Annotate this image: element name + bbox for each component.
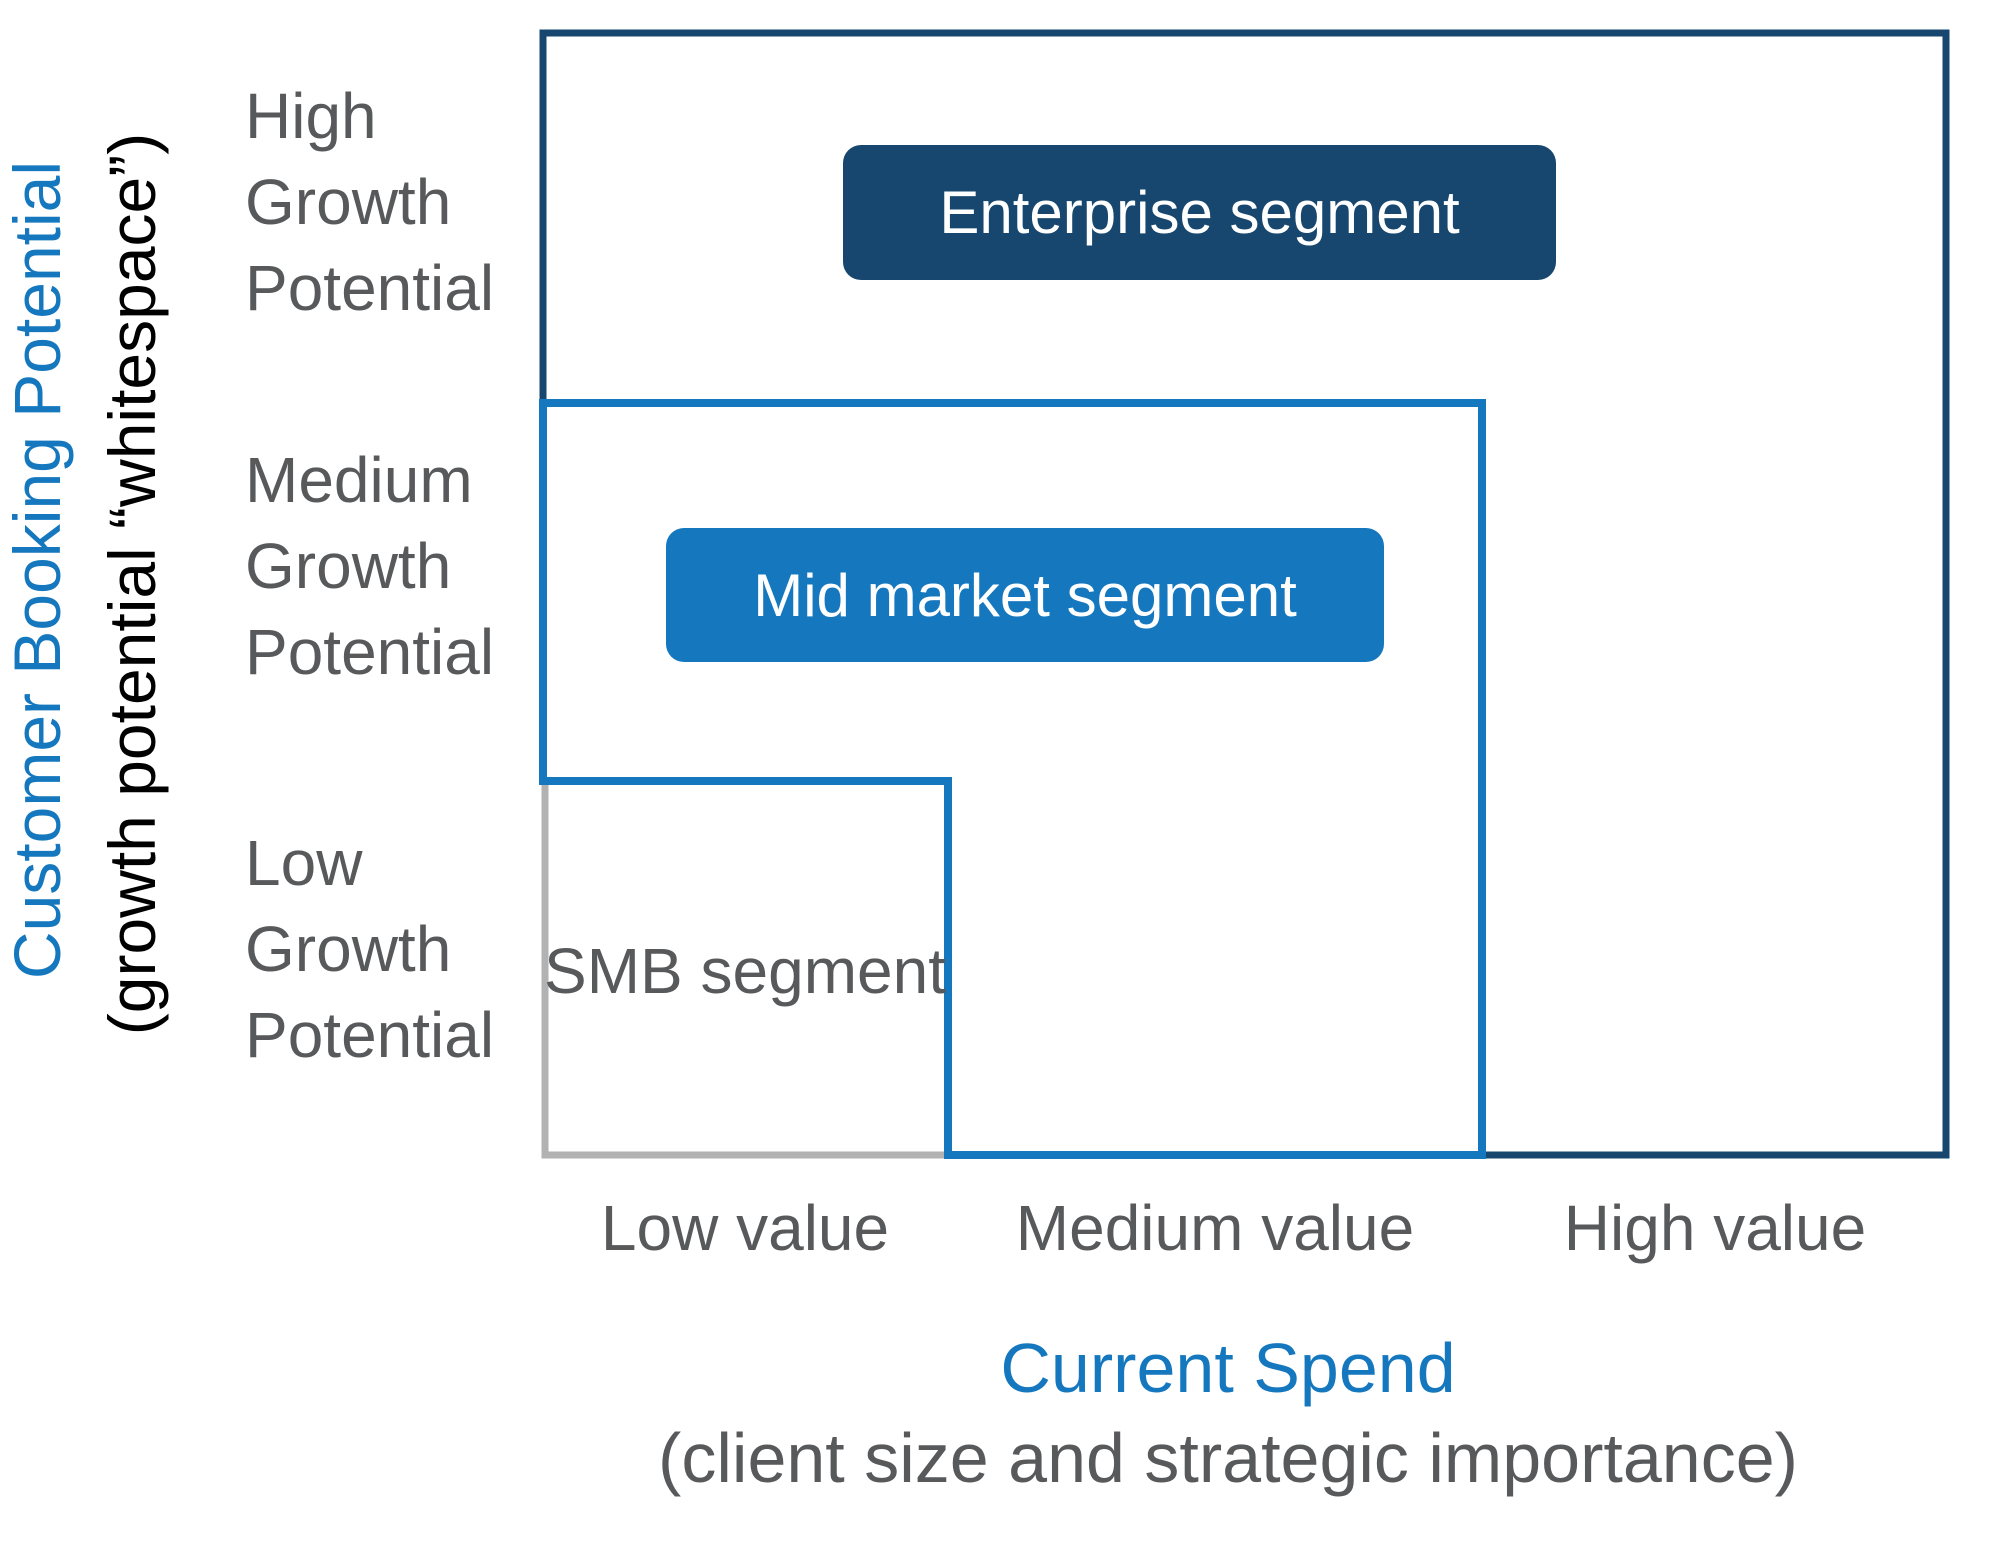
x-tick-medium-value: Medium value [1015,1192,1415,1264]
y-tick-line: Growth [245,913,452,985]
x-axis-title: Current Spend [1000,1329,1456,1407]
midmarket-segment-label: Mid market segment [753,561,1297,629]
y-tick-line: Growth [245,530,452,602]
smb-region-outline [541,781,948,1159]
y-tick-line: Growth [245,166,452,238]
midmarket-segment-box: Mid market segment [666,528,1384,662]
y-tick-line: Potential [245,616,495,688]
y-axis-subtitle: (growth potential “whitespace”) [95,132,169,1036]
enterprise-segment-label: Enterprise segment [939,179,1460,246]
x-tick-low-value: Low value [600,1192,890,1264]
x-axis-subtitle: (client size and strategic importance) [658,1419,1798,1497]
y-tick-line: Potential [245,252,495,324]
y-tick-low-growth: Low Growth Potential [245,820,494,1078]
x-tick-high-value: High value [1563,1192,1867,1264]
enterprise-region-outline [539,29,1950,1159]
y-axis-title: Customer Booking Potential [0,160,74,980]
y-tick-line: Low [245,827,363,899]
y-tick-line: Medium [245,444,473,516]
y-tick-medium-growth: Medium Growth Potential [245,437,494,695]
enterprise-segment-box: Enterprise segment [843,145,1556,280]
y-tick-high-growth: High Growth Potential [245,73,494,331]
y-tick-line: Potential [245,999,495,1071]
midmarket-region-outline [539,399,1486,1159]
y-tick-line: High [245,80,377,152]
smb-segment-label: SMB segment [544,935,946,1007]
